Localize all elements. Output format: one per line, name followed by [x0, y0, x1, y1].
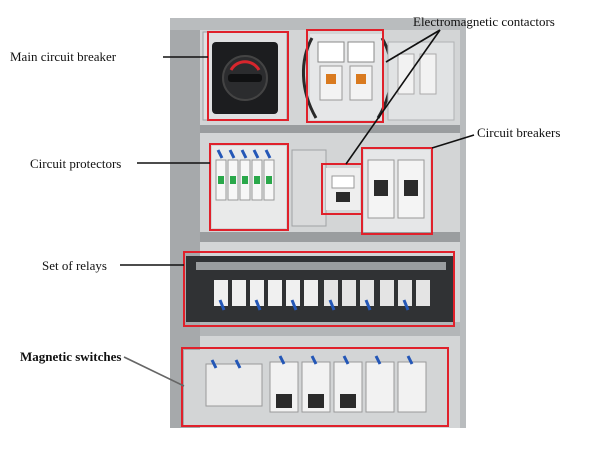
- magnetic-switches-device: [184, 350, 448, 426]
- highlight-boxes: [181, 29, 455, 427]
- label-circuit-breakers: Circuit breakers: [477, 125, 561, 140]
- top-contactors-device: [302, 34, 393, 120]
- leader-circuit-breakers: [431, 134, 475, 149]
- main-circuit-breaker-device: [202, 31, 288, 121]
- relays-device: [186, 256, 454, 322]
- highlight-magnetic-switches: [181, 347, 449, 427]
- leader-magnetic-switches: [123, 356, 185, 387]
- circuit-protectors-device: [212, 146, 286, 228]
- highlight-main-circuit-breaker: [207, 31, 289, 121]
- small-contactor-device: [326, 168, 360, 210]
- rail-2: [200, 232, 460, 242]
- label-main-circuit-breaker: Main circuit breaker: [10, 49, 117, 64]
- label-set-of-relays: Set of relays: [42, 258, 107, 273]
- highlight-circuit-breakers: [361, 147, 433, 235]
- highlight-circuit-protectors: [209, 143, 289, 231]
- leader-contactors-1: [385, 29, 441, 63]
- rail-3: [200, 322, 460, 336]
- label-magnetic-switches: Magnetic switches: [20, 349, 122, 364]
- rail-1: [200, 125, 460, 133]
- circuit-breakers-device: [364, 150, 430, 232]
- highlight-relays: [183, 251, 455, 327]
- leader-lines: [120, 29, 475, 387]
- label-circuit-protectors: Circuit protectors: [30, 156, 122, 171]
- leader-contactors-2: [345, 29, 441, 165]
- mid-terminal-block: [291, 149, 327, 227]
- label-electromagnetic-contactors: Electromagnetic contactors: [413, 14, 555, 29]
- highlight-contactors-top: [306, 29, 384, 123]
